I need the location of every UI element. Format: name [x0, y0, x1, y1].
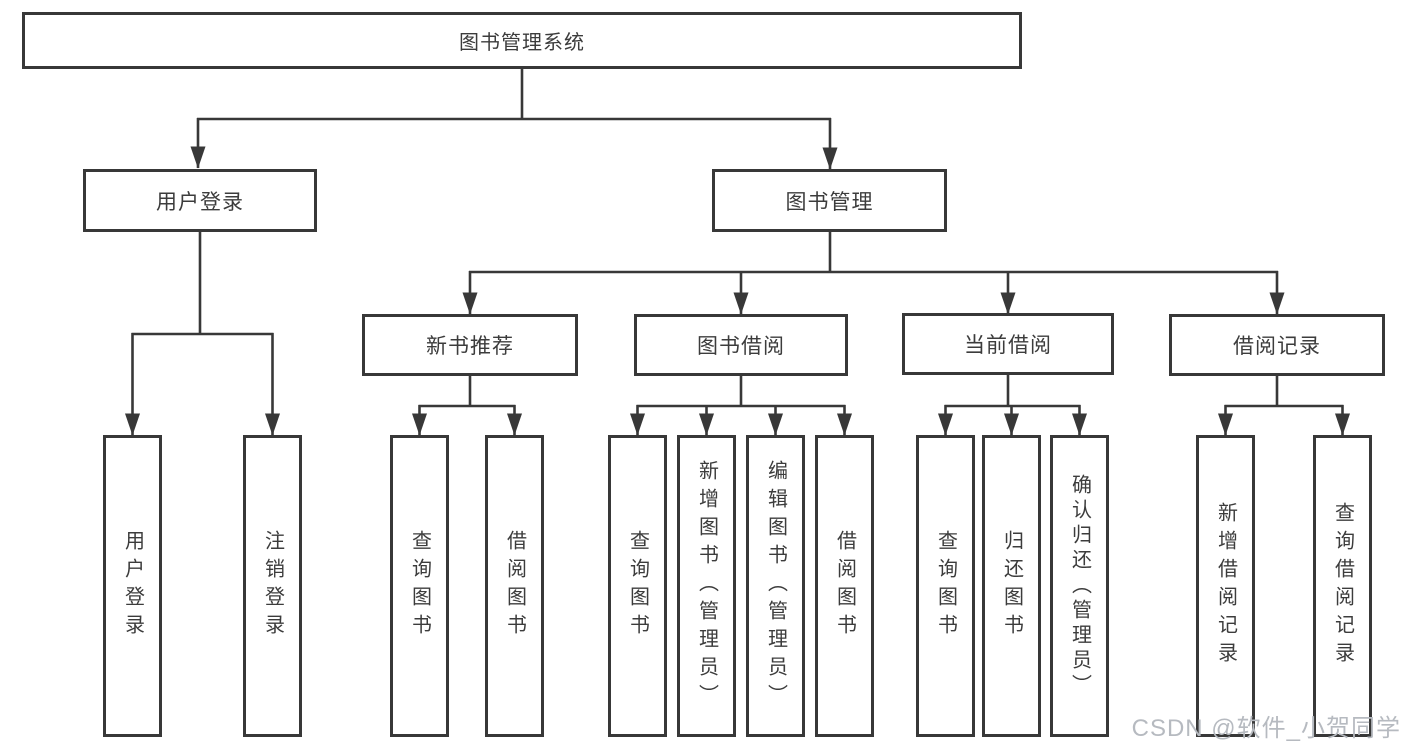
- leaf-current-query-books-label: 查询图书: [934, 530, 957, 642]
- node-book-management: 图书管理: [712, 169, 947, 232]
- leaf-logout: 注销登录: [243, 435, 302, 737]
- watermark: CSDN @软件_小贺同学: [1131, 715, 1401, 742]
- leaf-current-confirm-return-label: 确认归还（管理员）: [1068, 473, 1091, 699]
- leaf-recommend-query-books-label: 查询图书: [408, 530, 431, 642]
- leaf-current-confirm-return: 确认归还（管理员）: [1050, 435, 1109, 737]
- node-root-label: 图书管理系统: [459, 32, 585, 54]
- node-new-book-recommend-label: 新书推荐: [426, 335, 514, 358]
- node-current-borrow-label: 当前借阅: [964, 334, 1052, 357]
- leaf-current-return-books: 归还图书: [982, 435, 1041, 737]
- node-borrow-records-label: 借阅记录: [1233, 335, 1321, 358]
- leaf-borrow-query-books-label: 查询图书: [626, 530, 649, 642]
- node-current-borrow: 当前借阅: [902, 313, 1114, 375]
- node-book-borrow-label: 图书借阅: [697, 335, 785, 358]
- leaf-records-query-record-label: 查询借阅记录: [1331, 502, 1354, 670]
- leaf-current-return-books-label: 归还图书: [1000, 530, 1023, 642]
- node-user-login-label: 用户登录: [156, 190, 244, 214]
- leaf-user-login-label: 用户登录: [121, 530, 144, 642]
- leaf-records-add-record: 新增借阅记录: [1196, 435, 1255, 737]
- leaf-logout-label: 注销登录: [261, 530, 284, 642]
- leaf-borrow-borrow-books-label: 借阅图书: [833, 530, 856, 642]
- leaf-recommend-borrow-books-label: 借阅图书: [503, 530, 526, 642]
- leaf-borrow-query-books: 查询图书: [608, 435, 667, 737]
- leaf-recommend-borrow-books: 借阅图书: [485, 435, 544, 737]
- leaf-borrow-add-books-label: 新增图书（管理员）: [695, 460, 718, 712]
- leaf-borrow-add-books: 新增图书（管理员）: [677, 435, 736, 737]
- leaf-recommend-query-books: 查询图书: [390, 435, 449, 737]
- leaf-user-login: 用户登录: [103, 435, 162, 737]
- node-user-login: 用户登录: [83, 169, 317, 232]
- leaf-borrow-borrow-books: 借阅图书: [815, 435, 874, 737]
- node-book-borrow: 图书借阅: [634, 314, 848, 376]
- node-root: 图书管理系统: [22, 12, 1022, 69]
- node-book-management-label: 图书管理: [785, 190, 874, 214]
- leaf-records-add-record-label: 新增借阅记录: [1214, 502, 1237, 670]
- leaf-borrow-edit-books-label: 编辑图书（管理员）: [764, 460, 787, 712]
- leaf-current-query-books: 查询图书: [916, 435, 975, 737]
- node-borrow-records: 借阅记录: [1169, 314, 1385, 376]
- node-new-book-recommend: 新书推荐: [362, 314, 578, 376]
- leaf-borrow-edit-books: 编辑图书（管理员）: [746, 435, 805, 737]
- leaf-records-query-record: 查询借阅记录: [1313, 435, 1372, 737]
